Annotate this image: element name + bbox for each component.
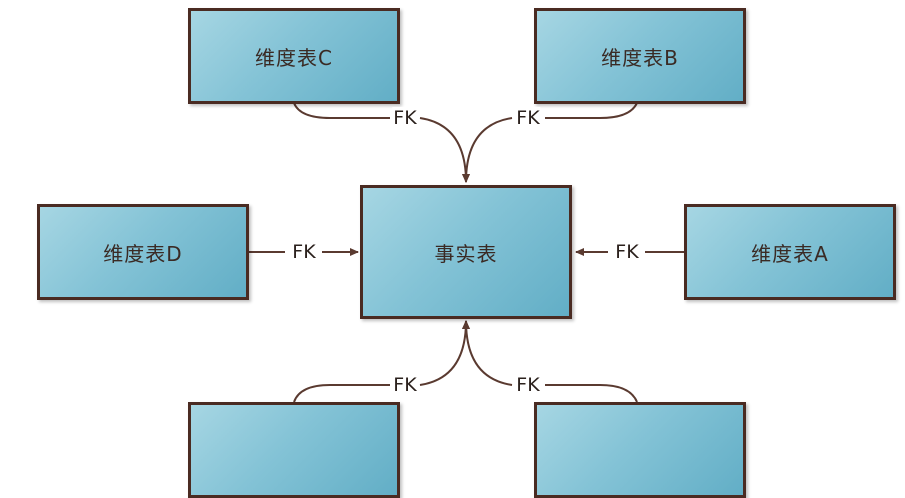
fk-label-b: FK — [515, 107, 541, 129]
fk-label-c: FK — [392, 107, 418, 129]
star-schema-diagram: 维度表C 维度表B 维度表D 事实表 维度表A FK FK FK FK FK F… — [37, 8, 896, 498]
fk-label-a: FK — [614, 241, 640, 263]
fact-table-label: 事实表 — [434, 241, 498, 266]
dimension-table-a: 维度表A — [684, 204, 896, 300]
fk-label-d: FK — [291, 241, 317, 263]
fk-label-bottom-left: FK — [392, 374, 418, 396]
dimension-table-bottom-left — [188, 402, 400, 498]
connector-bottom-left-to-fact — [293, 321, 466, 403]
dimension-table-a-label: 维度表A — [751, 241, 829, 266]
dimension-table-b: 维度表B — [534, 8, 746, 104]
connector-layer — [248, 102, 685, 403]
connector-c-to-fact — [293, 102, 466, 182]
dimension-table-b-label: 维度表B — [601, 45, 679, 70]
dimension-table-d-label: 维度表D — [103, 241, 183, 266]
connector-bottom-right-to-fact — [466, 321, 638, 403]
connector-b-to-fact — [466, 102, 638, 182]
dimension-table-d: 维度表D — [37, 204, 249, 300]
fact-table: 事实表 — [360, 185, 572, 319]
fk-label-bottom-right: FK — [515, 374, 541, 396]
dimension-table-c-label: 维度表C — [255, 45, 333, 70]
dimension-table-bottom-right — [534, 402, 746, 498]
dimension-table-c: 维度表C — [188, 8, 400, 104]
